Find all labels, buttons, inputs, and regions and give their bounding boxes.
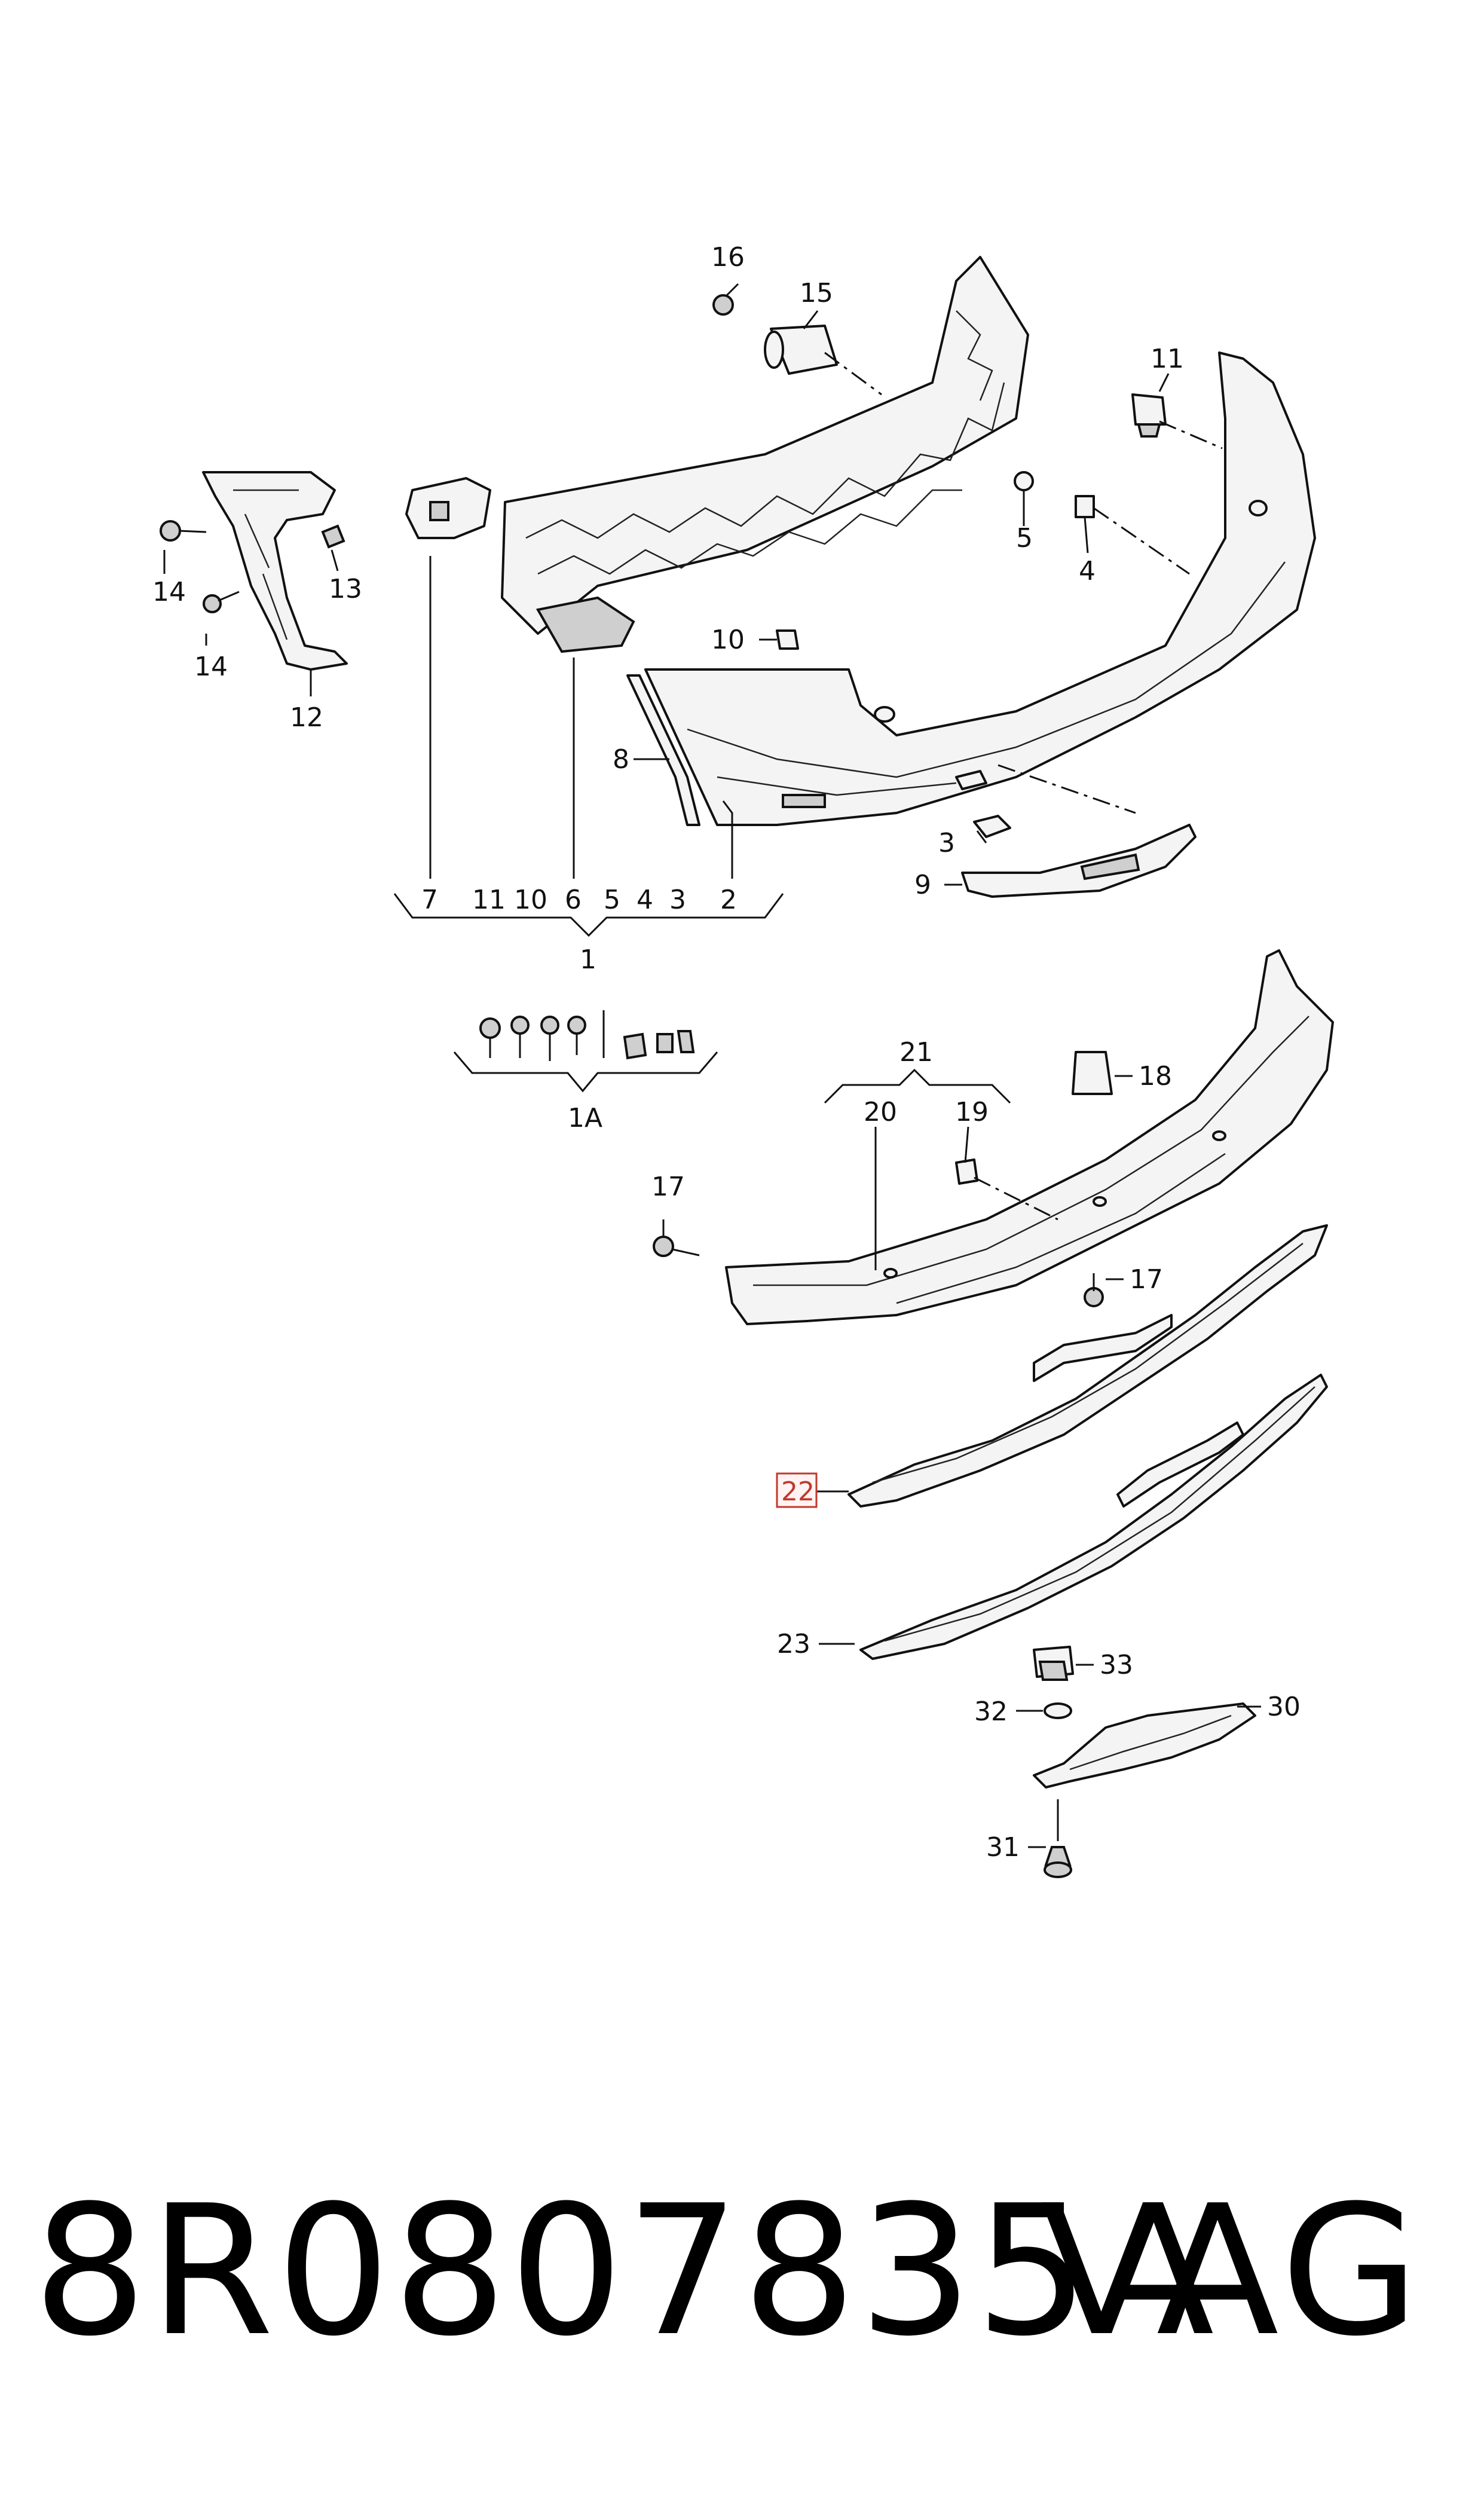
dash-line-11: [1159, 420, 1223, 450]
dash-line-19: [974, 1176, 1058, 1221]
callout-row-11: 11: [472, 885, 506, 915]
clip-33: [1033, 1646, 1074, 1681]
clip-19: [955, 1158, 978, 1185]
bumper-spoiler: [725, 949, 1334, 1325]
callout-23: 23: [777, 1629, 810, 1659]
clip-13: [321, 524, 345, 549]
rivet-31: [1044, 1846, 1072, 1878]
callout-30: 30: [1267, 1692, 1301, 1722]
screw-14-upper: [160, 520, 207, 542]
callout-10-clip: 10: [711, 625, 745, 655]
callout-14-upper: 14: [152, 577, 186, 607]
callout-20: 20: [864, 1097, 897, 1127]
callout-14-lower: 14: [194, 652, 228, 682]
callout-31: 31: [986, 1832, 1020, 1863]
screw-17-left: [653, 1236, 700, 1257]
dash-line-4: [1093, 507, 1190, 575]
callout-row-7: 7: [421, 885, 438, 915]
parking-sensor: [1131, 393, 1167, 438]
tow-eye-cap: [973, 815, 1011, 838]
callout-21: 21: [899, 1037, 933, 1068]
washer-32: [1044, 1702, 1072, 1719]
callout-1A: 1A: [568, 1103, 602, 1133]
clip-4: [1075, 495, 1095, 518]
trim-strip-22: [847, 1224, 1328, 1508]
callout-row-5: 5: [604, 885, 620, 915]
callout-18: 18: [1139, 1061, 1172, 1092]
callout-11-sensor: 11: [1151, 344, 1184, 374]
callout-19: 19: [955, 1097, 989, 1127]
callout-33: 33: [1100, 1650, 1133, 1680]
reflector: [961, 824, 1197, 898]
leader-lines-top: [163, 283, 1170, 886]
leader-lines-middle: [662, 1075, 1133, 1280]
callout-5-washer: 5: [1016, 523, 1033, 554]
brace-1: [393, 893, 784, 937]
callout-17-right: 17: [1130, 1264, 1163, 1295]
brand-name: VAG: [1040, 2167, 1424, 2376]
callout-15: 15: [800, 278, 833, 308]
screw-17-right: [1084, 1273, 1104, 1307]
side-bracket: [202, 471, 348, 671]
callout-row-4: 4: [637, 885, 653, 915]
callout-row-3: 3: [669, 885, 686, 915]
dash-line-15: [824, 351, 882, 396]
callout-22-highlight: [776, 1472, 818, 1508]
callout-9: 9: [914, 870, 931, 900]
callout-4-clip: 4: [1079, 556, 1096, 586]
dash-line-3: [998, 764, 1136, 814]
callout-row-6: 6: [565, 885, 582, 915]
leader-lines-lower: [813, 1490, 1261, 1848]
callout-17-left: 17: [651, 1172, 685, 1202]
impact-carrier: [501, 256, 1029, 653]
part-number: 8R0807835A: [33, 2167, 1217, 2376]
callout-8: 8: [613, 744, 629, 775]
brace-1A: [453, 1051, 718, 1093]
sensor-sleeve: [764, 325, 838, 375]
callout-13: 13: [329, 574, 362, 604]
sensor-nut: [712, 294, 734, 316]
callout-row-10: 10: [514, 885, 547, 915]
footer: 8R0807835A VAG: [0, 2176, 1484, 2367]
underbody-panel: [1033, 1702, 1256, 1789]
callout-16: 16: [711, 242, 745, 273]
callout-32: 32: [974, 1696, 1008, 1727]
side-strip: [626, 674, 700, 826]
brace-21: [824, 1068, 1011, 1104]
callout-12: 12: [290, 702, 323, 733]
callout-1: 1: [580, 944, 596, 975]
clip-18: [1072, 1051, 1113, 1095]
washer-5: [1014, 471, 1034, 491]
callout-row-2: 2: [720, 885, 737, 915]
guide-bracket: [405, 477, 491, 539]
callout-3-cap: 3: [938, 828, 955, 858]
screw-14-lower: [203, 591, 240, 613]
clip-10: [776, 629, 799, 650]
trim-strip-23: [859, 1374, 1328, 1660]
hardware-kit: [479, 1010, 695, 1061]
bumper-cover: [644, 351, 1316, 826]
callout-22: 22: [781, 1476, 815, 1507]
